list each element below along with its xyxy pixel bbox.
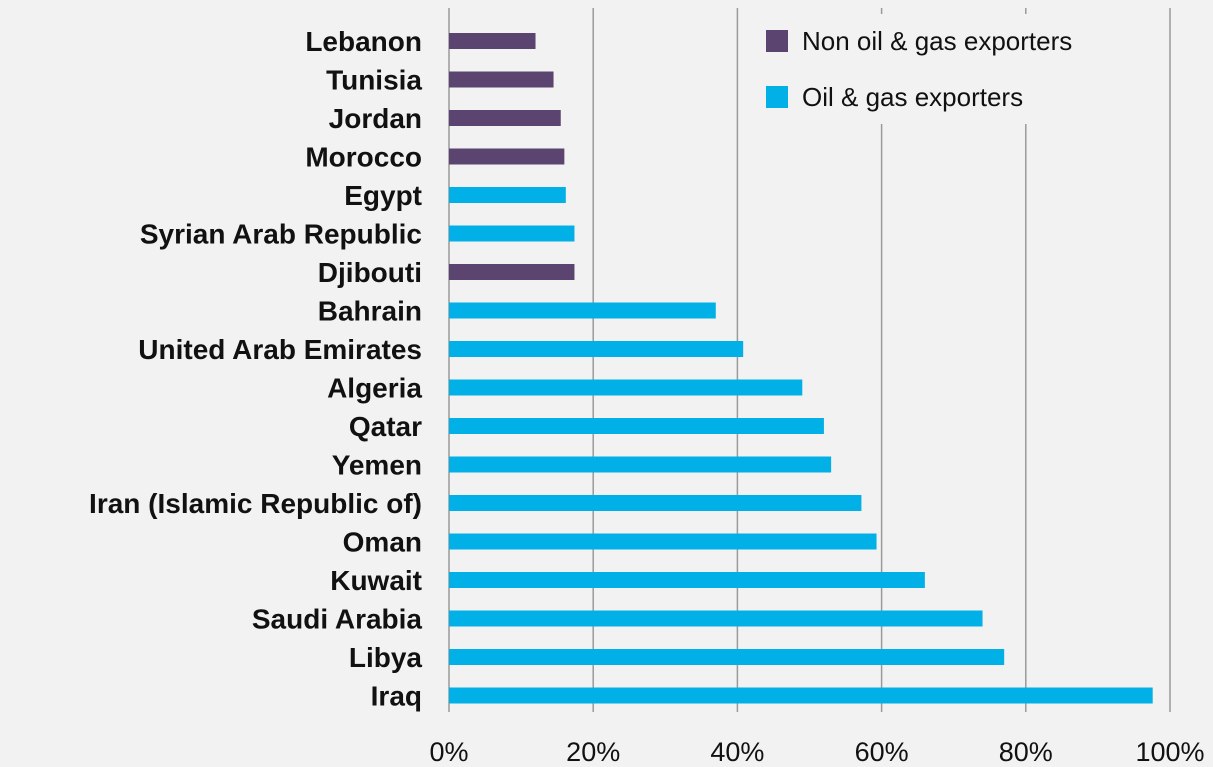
bar-djibouti: [449, 264, 575, 280]
category-label: Egypt: [344, 180, 422, 211]
bar-united-arab-emirates: [449, 341, 744, 357]
category-label: Saudi Arabia: [252, 604, 423, 635]
category-label: Qatar: [349, 411, 422, 442]
x-tick-label: 40%: [710, 737, 764, 767]
bars: [449, 33, 1153, 704]
category-label: Libya: [349, 642, 423, 673]
x-tick-label: 80%: [999, 737, 1053, 767]
bar-algeria: [449, 379, 803, 396]
bar-iraq: [449, 687, 1153, 704]
legend-background: [752, 14, 1166, 124]
category-label: United Arab Emirates: [138, 334, 422, 365]
bar-egypt: [449, 187, 566, 203]
category-label: Algeria: [327, 373, 422, 404]
category-label: Iraq: [371, 681, 422, 712]
bar-syrian-arab-republic: [449, 225, 575, 242]
bar-iran-islamic-republic-of: [449, 495, 862, 511]
x-tick-label: 100%: [1135, 737, 1204, 767]
x-tick-labels: 0% 20% 40% 60% 80% 100%: [429, 737, 1204, 767]
category-label: Tunisia: [326, 65, 422, 96]
category-label: Lebanon: [305, 26, 422, 57]
legend-label-non-oil: Non oil & gas exporters: [802, 26, 1072, 56]
category-label: Jordan: [329, 103, 422, 134]
category-label: Bahrain: [318, 296, 422, 327]
category-label: Oman: [343, 527, 422, 558]
legend-swatch-non-oil: [766, 30, 788, 52]
bar-kuwait: [449, 572, 925, 588]
bar-lebanon: [449, 33, 536, 49]
bar-libya: [449, 649, 1005, 665]
bar-jordan: [449, 110, 561, 126]
bar-morocco: [449, 148, 565, 165]
legend: Non oil & gas exporters Oil & gas export…: [752, 14, 1166, 124]
x-tick-label: 0%: [429, 737, 468, 767]
legend-swatch-oil: [766, 86, 788, 108]
category-label: Morocco: [305, 142, 422, 173]
category-label: Iran (Islamic Republic of): [89, 488, 422, 519]
bar-oman: [449, 533, 877, 550]
bar-tunisia: [449, 71, 554, 88]
x-tick-label: 60%: [855, 737, 909, 767]
category-label: Djibouti: [318, 257, 422, 288]
bar-qatar: [449, 418, 824, 434]
gridlines: [448, 8, 1171, 712]
bar-yemen: [449, 456, 832, 473]
bar-bahrain: [449, 302, 716, 319]
x-tick-label: 20%: [566, 737, 620, 767]
bar-saudi-arabia: [449, 610, 983, 627]
category-label: Yemen: [332, 450, 422, 481]
category-label: Kuwait: [330, 565, 422, 596]
legend-label-oil: Oil & gas exporters: [802, 82, 1023, 112]
category-label: Syrian Arab Republic: [140, 219, 422, 250]
